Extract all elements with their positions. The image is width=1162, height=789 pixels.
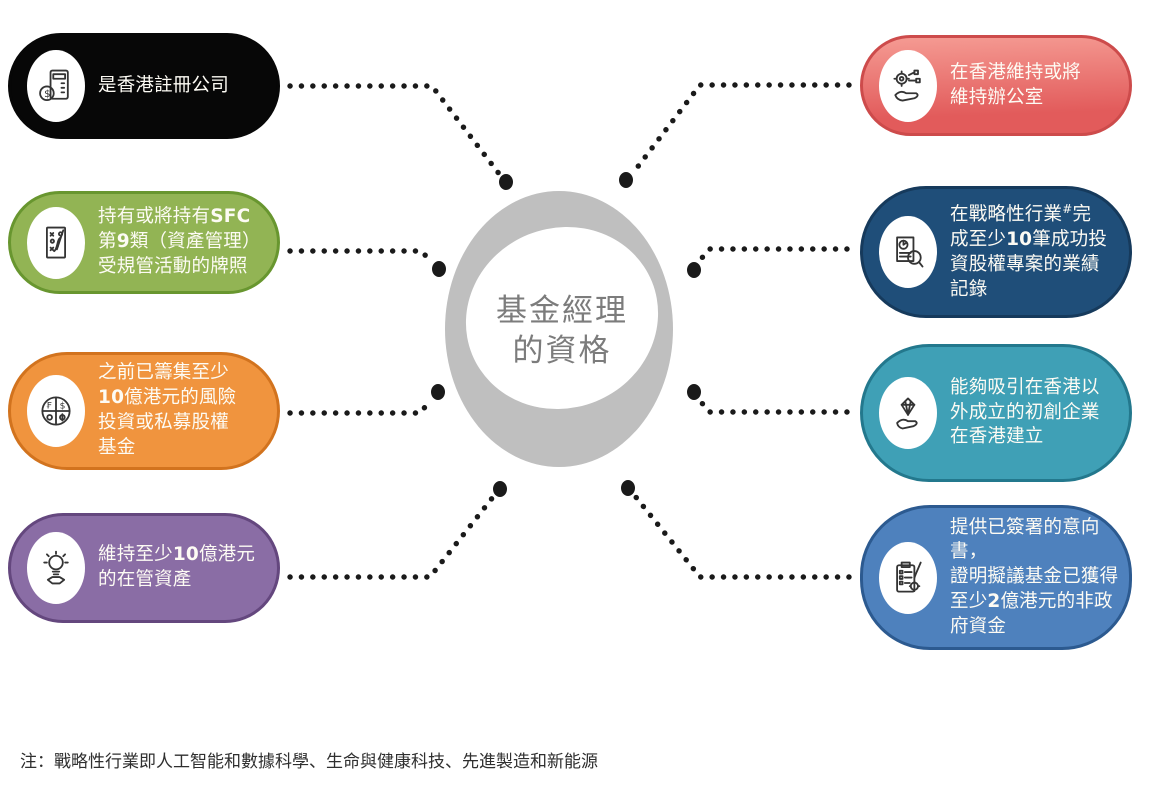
- svg-text:$: $: [60, 401, 66, 411]
- svg-text:₣: ₣: [46, 401, 52, 411]
- icon-circle: [879, 216, 937, 288]
- document-magnifier-icon: [896, 236, 924, 268]
- connector-top-left: [287, 83, 503, 178]
- connector-end-dot: [431, 384, 445, 400]
- segmented-circle-icon: ₣ $: [41, 396, 71, 426]
- connector-end-dot: [621, 480, 635, 496]
- qualification-label: 在戰略性行業#完成至少10筆成功投資股權專案的業績記錄: [950, 202, 1108, 300]
- connector-end-dot: [687, 384, 701, 400]
- diagram-title-line2: 的資格: [512, 333, 612, 370]
- connector-mid-lower-right: [697, 398, 850, 415]
- lightbulb-hand-icon: [43, 550, 69, 585]
- hand-gear-icon: [893, 69, 921, 101]
- diagram-title: 基金經理 的資格: [452, 291, 672, 372]
- qualification-label: 是香港註冊公司: [98, 74, 229, 96]
- footnote: 注：戰略性行業即人工智能和數據科學、生命與健康科技、先進製造和新能源: [20, 752, 598, 772]
- connector-bottom-right: [632, 493, 852, 580]
- connector-mid-upper-left: [287, 248, 434, 264]
- connector-bottom-left: [287, 494, 496, 580]
- hand-diamond-icon: [896, 397, 918, 430]
- qualification-label: 提供已簽署的意向書，證明擬議基金已獲得至少2億港元的非政府資金: [950, 516, 1119, 637]
- center-ring: [445, 191, 673, 467]
- connector-end-dot: [687, 262, 701, 278]
- qualification-pill-hk-registered-company: $ 是香港註冊公司: [8, 33, 280, 139]
- icon-circle: [879, 541, 937, 614]
- connector-end-dot: [432, 261, 446, 277]
- icon-circle: $: [27, 50, 85, 122]
- qualification-pill-attract-startups: 能夠吸引在香港以外成立的初創企業在香港建立: [860, 344, 1132, 482]
- qualification-label: 在香港維持或將維持辦公室: [950, 61, 1081, 108]
- calculator-icon: $: [39, 69, 69, 102]
- connector-mid-upper-right: [697, 246, 850, 263]
- clipboard-pen-icon: [896, 561, 922, 593]
- connector-top-right: [630, 82, 852, 176]
- connector-end-dot: [619, 172, 633, 188]
- connector-end-dot: [499, 174, 513, 190]
- svg-text:$: $: [44, 89, 50, 100]
- icon-circle: [879, 377, 937, 449]
- connector-mid-lower-left: [287, 397, 434, 416]
- qualification-label: 能夠吸引在香港以外成立的初創企業在香港建立: [950, 376, 1100, 448]
- qualification-pill-hk-office: 在香港維持或將維持辦公室: [860, 35, 1132, 136]
- qualification-pill-strategic-industry-track-record: 在戰略性行業#完成至少10筆成功投資股權專案的業績記錄: [860, 186, 1132, 318]
- connector-end-dot: [493, 481, 507, 497]
- icon-circle: [879, 49, 937, 122]
- qualification-pill-aum-1b-hkd: 維持至少10億港元的在管資產: [8, 513, 280, 623]
- diagram-title-line1: 基金經理: [496, 293, 628, 329]
- icon-circle: ₣ $: [27, 375, 85, 447]
- icon-circle: [27, 206, 85, 279]
- icon-circle: [27, 532, 85, 604]
- qualification-label: 維持至少10億港元的在管資產: [98, 544, 256, 590]
- qualification-pill-letter-of-intent-200m: 提供已簽署的意向書，證明擬議基金已獲得至少2億港元的非政府資金: [860, 505, 1132, 650]
- strategy-plan-icon: [46, 226, 66, 258]
